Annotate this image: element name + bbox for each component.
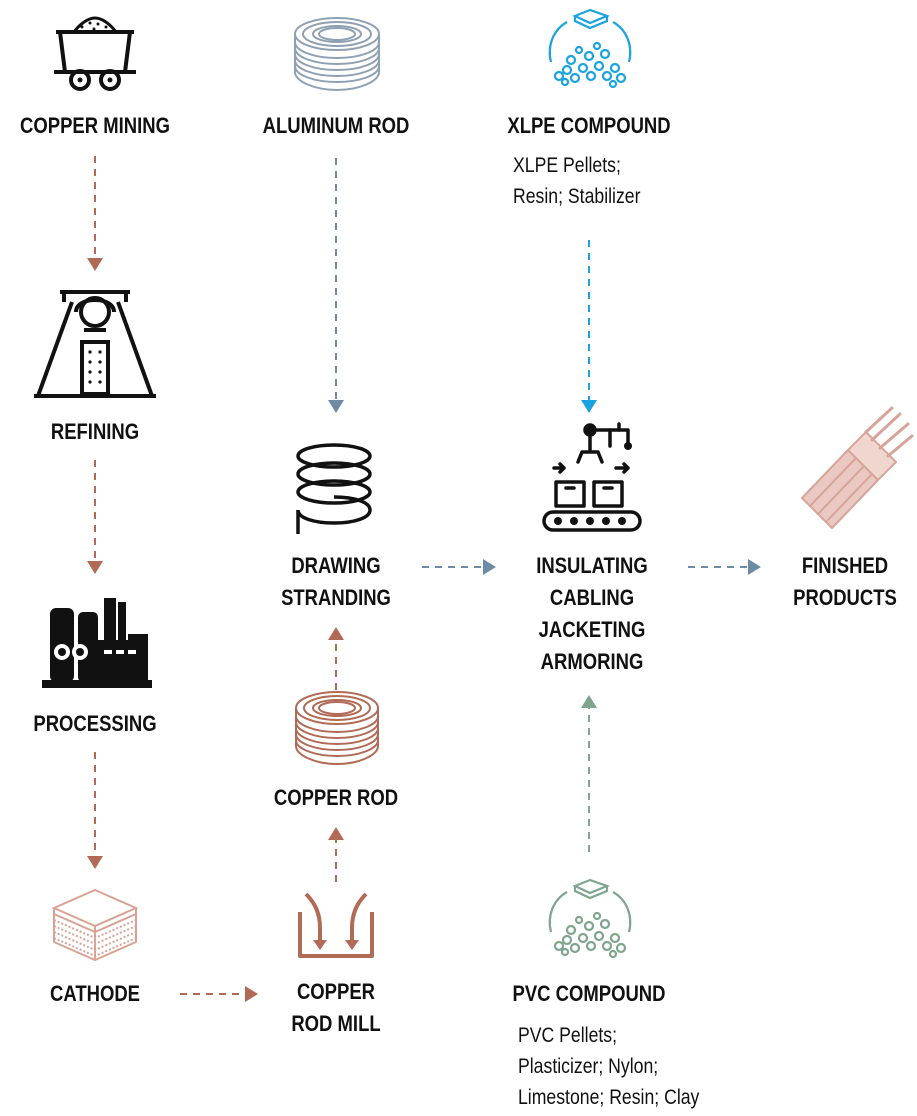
headframe-icon <box>34 290 156 398</box>
pvc-compound-label: PVC COMPOUND <box>512 981 666 1006</box>
cathode-label: CATHODE <box>49 981 141 1006</box>
pvc-pellets-icon <box>548 878 632 959</box>
insulating-line-4: ARMORING <box>540 649 644 674</box>
rod-mill-line-2: ROD MILL <box>291 1011 381 1036</box>
pvc-desc-line-3: Limestone; Resin; Clay <box>518 1086 700 1109</box>
copper-coil-icon <box>295 691 379 766</box>
arrowhead <box>328 827 344 840</box>
arrowhead <box>581 400 597 413</box>
refining-label: REFINING <box>50 419 140 444</box>
xlpe-compound-label: XLPE COMPOUND <box>507 113 671 138</box>
insulating-line-2: CABLING <box>549 585 635 610</box>
aluminum-rod-label: ALUMINUM ROD <box>262 113 410 138</box>
processing-label: PROCESSING <box>33 711 157 736</box>
xlpe-desc-line-1: XLPE Pellets; <box>513 154 621 177</box>
finished-products-label: FINISHED PRODUCTS <box>782 550 908 614</box>
insulating-line-1: INSULATING <box>536 553 648 578</box>
xlpe-description: XLPE Pellets; Resin; Stabilizer <box>513 150 640 212</box>
arrowhead <box>581 695 597 708</box>
spring-coil-icon <box>296 443 372 534</box>
rod-mill-line-1: COPPER <box>296 979 376 1004</box>
cable-icon <box>801 406 914 529</box>
arrowhead <box>748 559 761 575</box>
insulating-label: INSULATING CABLING JACKETING ARMORING <box>508 550 676 678</box>
robot-conveyor-icon <box>542 422 642 532</box>
xlpe-desc-line-2: Resin; Stabilizer <box>513 185 641 208</box>
copper-rod-label: COPPER ROD <box>273 785 399 810</box>
cathode-stack-icon <box>51 888 139 962</box>
drawing-stranding-label: DRAWING STRANDING <box>252 550 420 614</box>
arrowhead <box>87 856 103 869</box>
copper-mining-label: COPPER MINING <box>20 113 170 138</box>
arrowhead <box>87 561 103 574</box>
pvc-desc-line-1: PVC Pellets; <box>518 1024 618 1047</box>
xlpe-pellets-icon <box>548 8 632 89</box>
copper-rod-mill-label: COPPER ROD MILL <box>252 976 420 1040</box>
factory-icon <box>42 598 152 688</box>
insulating-line-3: JACKETING <box>538 617 646 642</box>
arrowhead <box>483 559 496 575</box>
drawing-line-1: DRAWING <box>291 553 381 578</box>
rod-mill-icon <box>298 892 374 958</box>
aluminum-coil-icon <box>294 17 380 92</box>
finished-line-2: PRODUCTS <box>793 585 897 610</box>
mine-cart-icon <box>54 16 136 91</box>
drawing-line-2: STRANDING <box>281 585 391 610</box>
arrowhead <box>328 400 344 413</box>
arrowhead <box>328 627 344 640</box>
arrowhead <box>87 258 103 271</box>
arrowhead <box>245 986 258 1002</box>
finished-line-1: FINISHED <box>801 553 889 578</box>
pvc-desc-line-2: Plasticizer; Nylon; <box>518 1055 659 1078</box>
pvc-description: PVC Pellets; Plasticizer; Nylon; Limesto… <box>518 1020 699 1113</box>
